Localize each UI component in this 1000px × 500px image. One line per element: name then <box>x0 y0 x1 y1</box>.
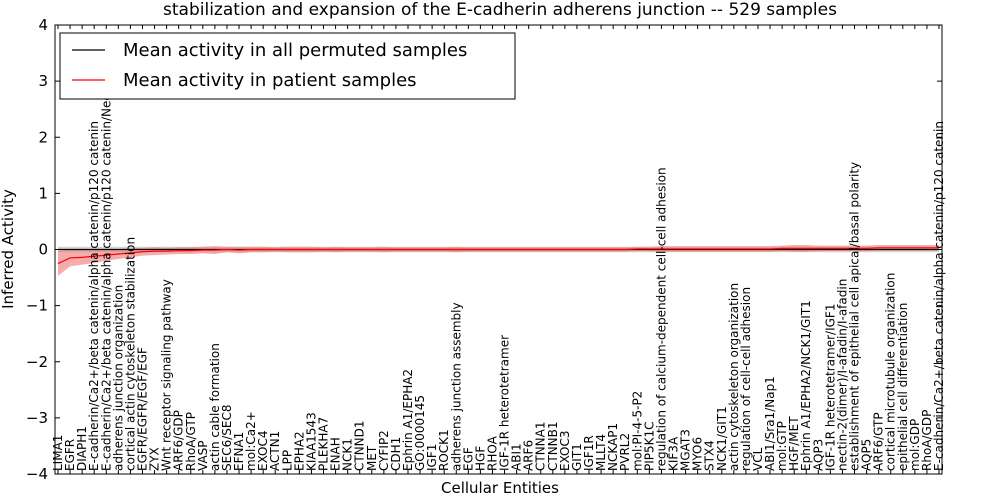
y-tick-label: −4 <box>26 465 48 483</box>
x-tick-label: adherens junction organization <box>111 285 125 471</box>
y-tick-label: 3 <box>38 72 48 90</box>
x-tick-label: SEC6/SEC8 <box>220 405 234 471</box>
y-tick-label: 2 <box>38 128 48 146</box>
x-tick-label: CTNNB1 <box>546 421 560 471</box>
y-tick-label: 0 <box>38 241 48 259</box>
x-tick-label: actin cytoskeleton organization <box>727 283 741 471</box>
x-tick-label: IGF1 <box>425 444 439 471</box>
x-tick-label: PLEKHA7 <box>317 417 331 471</box>
y-axis-label: Inferred Activity <box>0 189 17 309</box>
legend-box <box>59 32 516 100</box>
x-tick-label: RhoA/GTP <box>184 412 198 471</box>
x-tick-label: NCKAP1 <box>606 423 620 471</box>
x-tick-label: HGF/MET <box>787 416 801 471</box>
x-tick-label: NCK1/GIT1 <box>715 406 729 471</box>
x-tick-label: epithelial cell differentiation <box>896 303 910 471</box>
x-tick-label: regulation of cell-cell adhesion <box>739 287 753 471</box>
x-tick-label: cortical microtubule organization <box>884 273 898 471</box>
x-tick-label: IGF-1R heterotetramer/IGF1 <box>823 304 837 471</box>
x-tick-label: AQP5 <box>860 439 874 471</box>
x-axis-label: Cellular Entities <box>441 479 559 497</box>
x-tick-label: mol:GDP <box>908 419 922 471</box>
x-tick-label: EGF <box>461 447 475 471</box>
x-tick-label: establishment of epithelial cell apical/… <box>848 162 862 471</box>
x-tick-label: ROCK1 <box>437 429 451 471</box>
x-tick-label: PIP5K1C <box>642 421 656 471</box>
y-tick-label: −2 <box>26 353 48 371</box>
x-tick-label: Ephrin A1/EPHA2 <box>401 369 415 471</box>
x-tick-label: adherens junction assembly <box>449 302 463 471</box>
x-tick-label: IGF-1R heterotetramer <box>498 335 512 471</box>
x-tick-label: CYFIP2 <box>377 430 391 471</box>
x-tick-label: DIAPH1 <box>75 426 89 471</box>
legend-label-0: Mean activity in all permuted samples <box>123 40 467 61</box>
x-tick-label: E-cadherin/Ca2+/beta catenin/alpha caten… <box>932 121 946 471</box>
x-tick-label: regulation of calcium-dependent cell-cel… <box>654 167 668 471</box>
x-tick-label: CDH1 <box>389 437 403 471</box>
x-tick-label: ABI1 <box>510 443 524 471</box>
x-tick-label: VASP <box>196 440 210 471</box>
x-tick-label: MLLT4 <box>594 434 608 471</box>
x-tick-label: AQP3 <box>811 439 825 471</box>
x-tick-label: CTNND1 <box>353 420 367 471</box>
x-tick-label: EGFR <box>63 439 77 471</box>
x-tick-label: CTNNA1 <box>534 421 548 471</box>
x-tick-label: RhoA/GDP <box>920 410 934 471</box>
x-tick-label: ARF6 <box>522 440 536 471</box>
y-tick-label: −3 <box>26 409 48 427</box>
x-tick-label: KIF3A <box>666 436 680 471</box>
x-tick-label: nectin-2(dimer)/I-afadin/I-afadin <box>835 279 849 471</box>
x-tick-label: cortical actin cytoskeleton stabilizatio… <box>123 237 137 471</box>
x-tick-label: ZYX <box>148 447 162 471</box>
x-tick-label: actin cable formation <box>208 343 222 471</box>
x-tick-label: GIT1 <box>570 443 584 471</box>
x-tick-label: ACTN1 <box>268 431 282 471</box>
x-tick-label: MET <box>365 445 379 471</box>
x-tick-label: ARF6/GTP <box>872 412 886 471</box>
x-tick-label: MGAT3 <box>679 429 693 471</box>
y-tick-label: 1 <box>38 184 48 202</box>
x-tick-label: LIMA1 <box>51 435 65 471</box>
series-line-1 <box>57 247 939 265</box>
x-tick-label: mol:GTP <box>775 421 789 471</box>
x-tick-label: HGF <box>473 446 487 471</box>
x-tick-label: LPP <box>280 450 294 471</box>
x-tick-label: ABI1/Sra1/Nap1 <box>763 376 777 471</box>
x-tick-label: RHOA <box>485 435 499 471</box>
legend-label-1: Mean activity in patient samples <box>123 70 417 91</box>
x-tick-label: PVRL2 <box>618 433 632 471</box>
x-tick-label: EFNA1 <box>232 432 246 471</box>
x-tick-label: E-cadherin/Ca2+/beta catenin/alpha caten… <box>99 78 113 471</box>
x-tick-label: EGFR/EGFR/EGF/EGF <box>135 347 149 471</box>
y-tick-label: 4 <box>38 16 48 34</box>
x-tick-label: Ephrin A1/EPHA2/NCK1/GIT1 <box>799 300 813 471</box>
x-tick-label: VCL <box>751 447 765 471</box>
plot-area: −4−3−2−101234LIMA1EGFRDIAPH1E-cadherin/C… <box>26 16 946 483</box>
x-tick-label: IGF1R <box>582 435 596 471</box>
x-tick-label: ENAH <box>329 437 343 471</box>
x-tick-label: E-cadherin/Ca2+/beta catenin/alpha caten… <box>87 121 101 471</box>
legend: Mean activity in all permuted samplesMea… <box>59 32 516 100</box>
x-tick-label: ARF6/GDP <box>172 410 186 471</box>
x-tick-label: MYO6 <box>691 437 705 471</box>
x-tick-label: mol:PI-4-5-P2 <box>630 391 644 471</box>
x-tick-label: EXOC3 <box>558 431 572 472</box>
y-tick-label: −1 <box>26 297 48 315</box>
x-tick-label: STX4 <box>703 440 717 471</box>
x-tick-label: mol:Ca2+ <box>244 411 258 471</box>
x-tick-label: Wnt receptor signaling pathway <box>160 279 174 471</box>
x-tick-label: NCK1 <box>341 438 355 471</box>
x-tick-label: KIAA1543 <box>304 412 318 471</box>
x-tick-label: GO:0000145 <box>413 395 427 471</box>
chart-title: stabilization and expansion of the E-cad… <box>163 0 837 20</box>
x-tick-label: EPHA2 <box>292 431 306 471</box>
x-tick-label: EXOC4 <box>256 431 270 472</box>
